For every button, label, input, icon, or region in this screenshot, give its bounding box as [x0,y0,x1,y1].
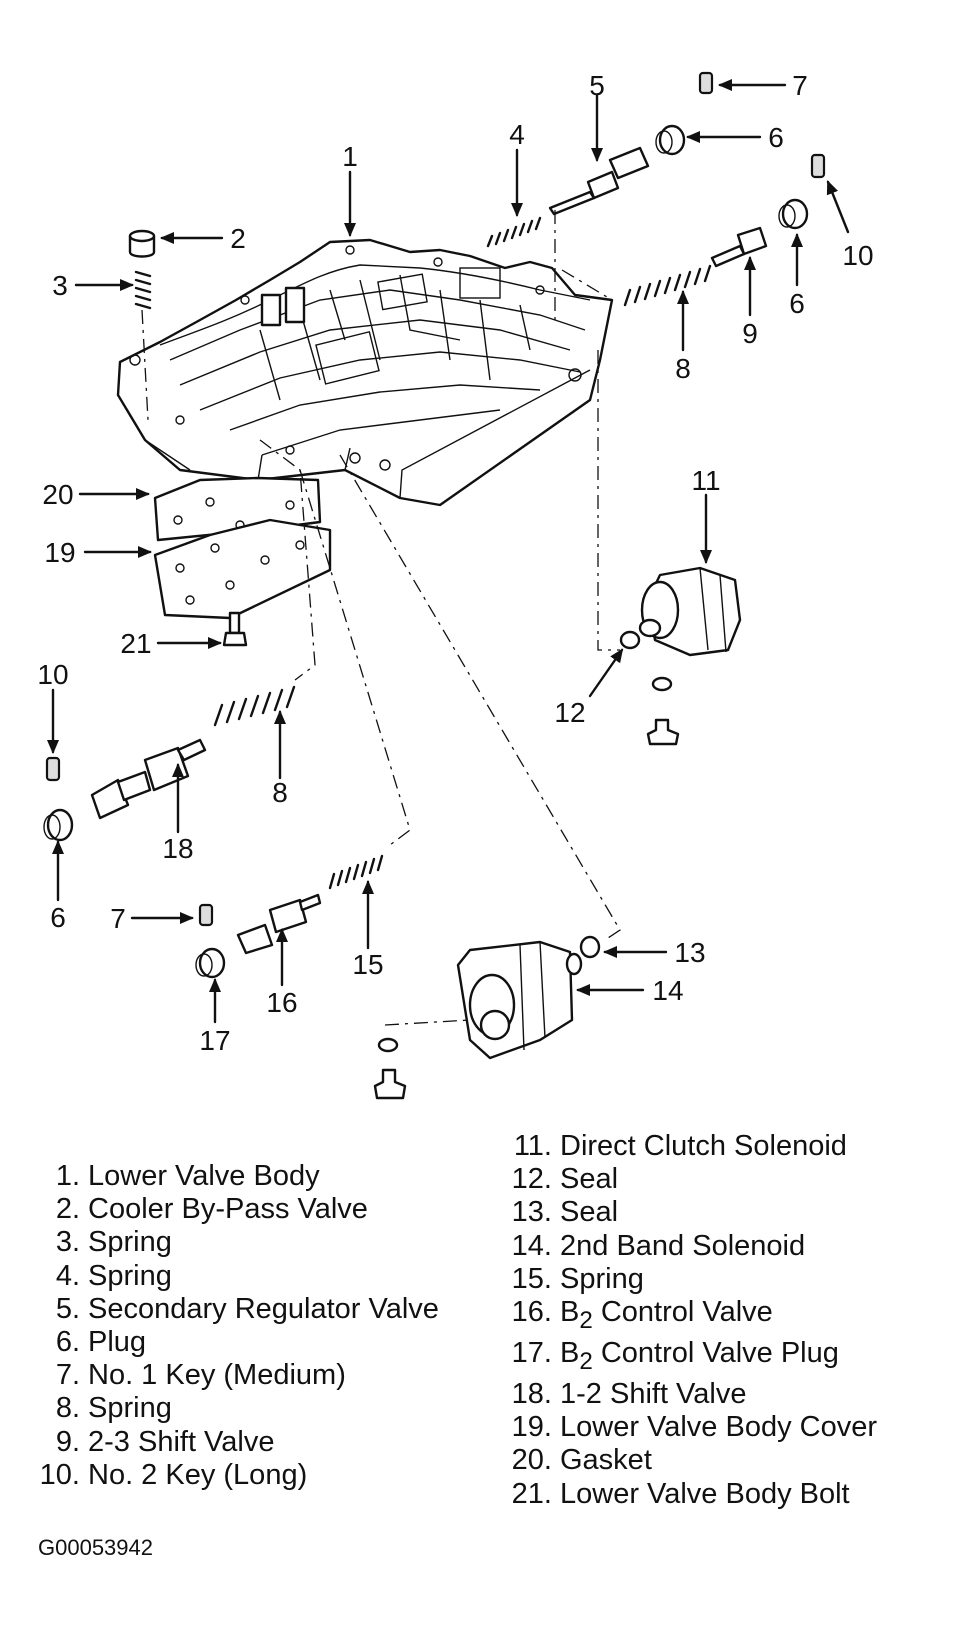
parts-legend: 1.Lower Valve Body 2.Cooler By-Pass Valv… [0,1130,964,1530]
shift-valve-1-2 [90,738,207,820]
b2-control-valve-plug [195,947,226,979]
legend-item: 21.Lower Valve Body Bolt [511,1477,850,1510]
callout-4: 4 [509,119,525,150]
callout-14: 14 [652,975,683,1006]
callout-17: 17 [199,1025,230,1056]
callout-3: 3 [52,270,68,301]
legend-item: 10.No. 2 Key (Long) [39,1458,308,1491]
spring-8-left [213,685,296,727]
legend-item: 19.Lower Valve Body Cover [511,1411,878,1444]
callout-5: 5 [589,70,605,101]
legend-item: 5.Secondary Regulator Valve [55,1292,439,1325]
callout-6c: 6 [50,902,66,933]
solenoid-bolt-11 [646,718,680,746]
b2-control-valve [236,893,322,955]
callout-labels: 1 2 3 4 5 7 6 10 6 9 8 11 12 20 19 21 10… [37,70,873,1056]
callout-6b: 6 [789,288,805,319]
legend-item: 15.Spring [511,1262,644,1295]
lower-valve-body-bolt [222,611,248,647]
callout-12: 12 [554,697,585,728]
callout-15: 15 [352,949,383,980]
callout-19: 19 [44,537,75,568]
spring-4 [486,216,542,248]
key-10-top [810,153,826,179]
spring-3 [134,270,152,310]
callout-13: 13 [674,937,705,968]
callout-11: 11 [691,465,720,496]
plug-6-right [778,198,809,230]
legend-item: 7.No. 1 Key (Medium) [55,1359,346,1392]
figure-id: G00053942 [38,1535,153,1560]
solenoid-washer-14 [377,1037,399,1053]
callout-1: 1 [342,141,358,172]
key-7-top [698,71,714,95]
callout-2: 2 [230,223,246,254]
callout-8a: 8 [675,353,691,384]
legend-item: 12.Seal [511,1163,619,1196]
callout-21: 21 [120,628,151,659]
callout-6a: 6 [768,122,784,153]
key-10-left [45,756,61,782]
cooler-by-pass-valve [128,229,156,258]
solenoid-washer-11 [651,676,673,692]
seal-12 [619,630,641,650]
legend-item: 17.B2 Control Valve Plug [511,1337,839,1375]
legend-item: 1.Lower Valve Body [55,1160,320,1192]
callout-10b: 10 [37,659,68,690]
seal-13 [579,935,601,959]
lower-valve-body [116,238,614,507]
lower-valve-body-cover [153,518,332,620]
second-band-solenoid [456,940,583,1060]
key-7-bottom [198,903,214,927]
shift-valve-2-3 [710,226,768,268]
direct-clutch-solenoid [638,566,742,657]
legend-item: 8.Spring [55,1392,172,1425]
legend-item: 18.1-2 Shift Valve [511,1378,747,1411]
legend-item: 4.Spring [55,1259,172,1292]
callout-10a: 10 [842,240,873,271]
secondary-regulator-valve [548,146,650,216]
legend-item: 9.2-3 Shift Valve [55,1425,275,1458]
legend-item: 14.2nd Band Solenoid [511,1229,806,1262]
callout-8b: 8 [272,777,288,808]
legend-item: 20.Gasket [511,1444,652,1477]
legend-item: 3.Spring [55,1226,172,1259]
callout-7b: 7 [110,903,126,934]
leader-arrows [47,79,850,1024]
legend-item: 2.Cooler By-Pass Valve [55,1193,368,1226]
legend-item: 16.B2 Control Valve [511,1296,773,1334]
alignment-lines [141,210,621,1026]
legend-item: 6.Plug [55,1326,147,1359]
callout-16: 16 [266,987,297,1018]
spring-8-top [623,264,712,307]
plug-6-top [655,124,686,156]
legend-column-left: 1.Lower Valve Body 2.Cooler By-Pass Valv… [38,1160,439,1492]
callout-9: 9 [742,318,758,349]
solenoid-bolt-14 [373,1068,407,1100]
callout-20: 20 [42,479,73,510]
legend-item: 13.Seal [511,1196,619,1229]
plug-6-left [43,808,74,842]
callout-18: 18 [162,833,193,864]
legend-column-right: 11.Direct Clutch Solenoid 12.Seal 13.Sea… [510,1130,877,1511]
callout-7a: 7 [792,70,808,101]
legend-item: 11.Direct Clutch Solenoid [513,1130,847,1162]
spring-15 [328,854,384,890]
